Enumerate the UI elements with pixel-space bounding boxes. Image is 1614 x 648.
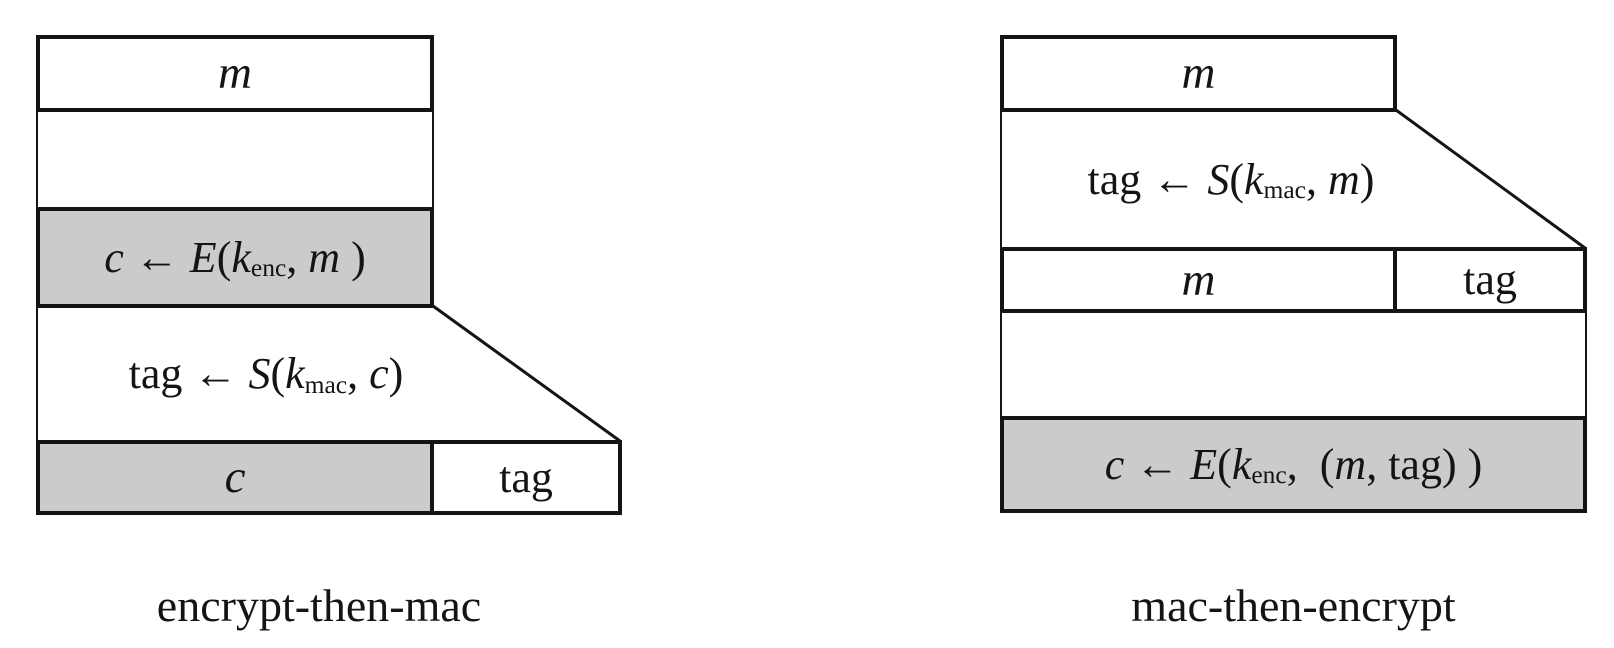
mte-concat-message-cell: m [1004,251,1397,309]
etm-output-ciphertext-cell: c [40,444,434,511]
etm-message-label: m [218,47,252,99]
etm-output-row: c tag [36,440,622,515]
etm-mac-formula: tag ← S(kmac, c) [128,349,404,399]
mte-mac-formula: tag ← S(kmac, m) [1087,154,1375,205]
etm-message-box: m [36,35,434,112]
mte-encrypt-box: c ← E(kenc, (m, tag) ) [1000,416,1587,513]
etm-output-tag-label: tag [499,452,553,502]
mte-concat-row: m tag [1000,247,1587,313]
mte-encrypt-formula: c ← E(kenc, (m, tag) ) [1104,439,1483,490]
etm-output-ciphertext-label: c [224,451,246,503]
mte-concat-tag-label: tag [1463,255,1517,304]
etm-output-tag-cell: tag [434,444,618,511]
mte-flow-channel [1000,313,1587,416]
etm-mac-step-region: tag ← S(kmac, c) [36,308,434,440]
etm-encrypt-formula: c ← E(kenc, m ) [104,232,366,283]
mte-mac-step-region: tag ← S(kmac, m) [1000,112,1460,247]
mte-message-label: m [1181,47,1216,99]
etm-encrypt-box: c ← E(kenc, m ) [36,207,434,308]
mte-message-box: m [1000,35,1397,112]
mte-concat-message-label: m [1181,253,1216,306]
etm-diagonal-expand-line [432,304,621,443]
etm-caption: encrypt-then-mac [156,580,482,631]
mte-caption: mac-then-encrypt [1131,580,1456,631]
mte-concat-tag-cell: tag [1397,251,1583,309]
etm-flow-channel [36,112,434,207]
